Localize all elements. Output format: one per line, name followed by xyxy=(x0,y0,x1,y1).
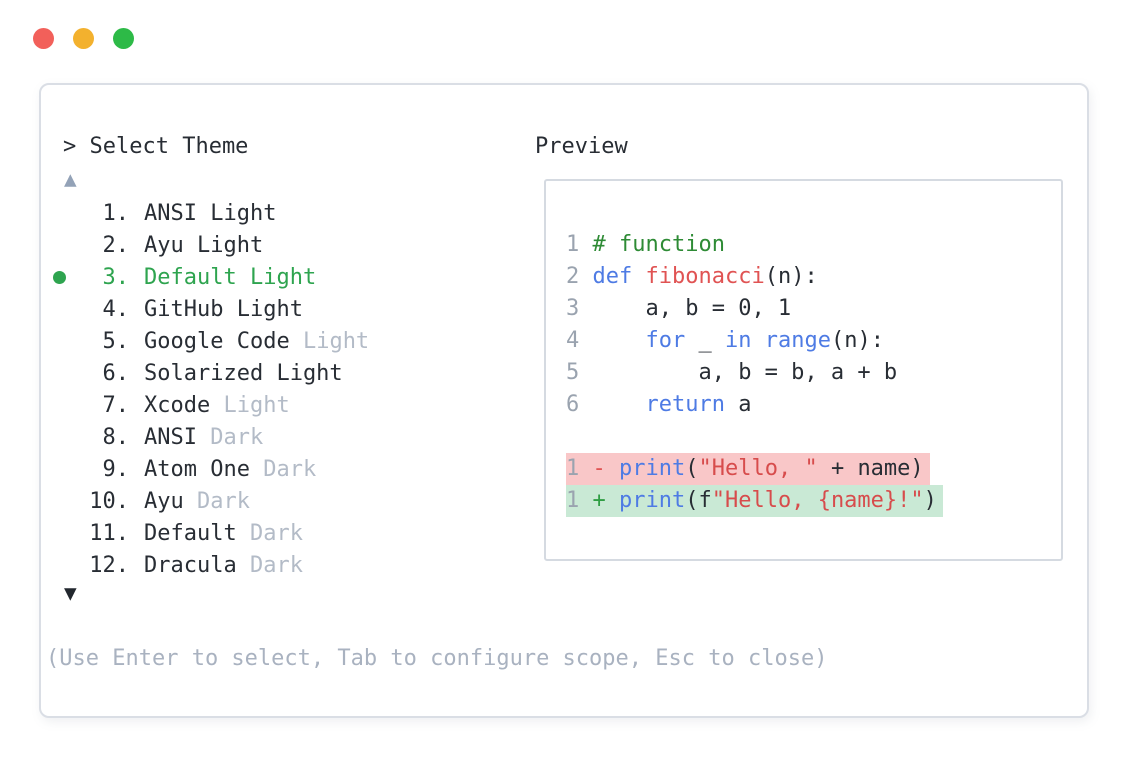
theme-item-label: Xcode Light xyxy=(144,392,290,418)
theme-item-label: ANSI Dark xyxy=(144,424,264,450)
theme-item[interactable]: 10. Ayu Dark xyxy=(41,485,511,517)
selected-dot-slot xyxy=(41,389,77,421)
selected-dot-slot xyxy=(41,517,77,549)
theme-item[interactable]: 4. GitHub Light xyxy=(41,293,511,325)
theme-item-number: 8. xyxy=(102,424,130,450)
theme-item-number: 3. xyxy=(102,264,130,290)
code-line: 5 a, b = b, a + b xyxy=(566,360,898,385)
selected-dot-slot xyxy=(41,421,77,453)
code-line-diff-removed: 1 - print("Hello, " + name) xyxy=(566,453,943,485)
theme-item-number: 4. xyxy=(102,296,130,322)
theme-item-number: 9. xyxy=(102,456,130,482)
theme-item[interactable]: 7. Xcode Light xyxy=(41,389,511,421)
selected-dot-slot xyxy=(41,293,77,325)
selected-dot-slot xyxy=(41,197,77,229)
theme-item-number: 12. xyxy=(89,552,129,578)
scroll-down-icon[interactable]: ▼ xyxy=(64,581,77,605)
code-line: 3 a, b = 0, 1 xyxy=(566,296,792,321)
line-number: 4 xyxy=(566,328,593,353)
theme-item[interactable]: 12. Dracula Dark xyxy=(41,549,511,581)
zoom-traffic-light-icon[interactable] xyxy=(113,28,134,49)
selected-dot-slot xyxy=(41,453,77,485)
theme-item-label: Solarized Light xyxy=(144,360,343,386)
selected-dot-slot xyxy=(41,229,77,261)
line-number: 3 xyxy=(566,296,593,321)
theme-item-number: 5. xyxy=(102,328,130,354)
selected-dot-slot xyxy=(41,357,77,389)
code-line-diff-added: 1 + print(f"Hello, {name}!") xyxy=(566,485,943,517)
selected-dot-slot xyxy=(41,485,77,517)
theme-item[interactable]: 6. Solarized Light xyxy=(41,357,511,389)
help-text: (Use Enter to select, Tab to configure s… xyxy=(46,646,828,671)
theme-item-number: 2. xyxy=(102,232,130,258)
theme-item-number: 1. xyxy=(102,200,130,226)
line-number: 1 xyxy=(566,232,593,257)
theme-item[interactable]: 3. Default Light xyxy=(41,261,511,293)
theme-item[interactable]: 11. Default Dark xyxy=(41,517,511,549)
theme-item-label: Ayu Dark xyxy=(144,488,250,514)
theme-item[interactable]: 5. Google Code Light xyxy=(41,325,511,357)
theme-item-label: ANSI Light xyxy=(144,200,277,226)
code-line: 6 return a xyxy=(566,392,752,417)
theme-item-label: Google Code Light xyxy=(144,328,370,354)
minimize-traffic-light-icon[interactable] xyxy=(73,28,94,49)
line-number: 1 xyxy=(566,456,593,481)
selected-dot-slot xyxy=(41,325,77,357)
line-number: 1 xyxy=(566,488,593,513)
selected-dot-slot xyxy=(41,261,77,293)
code-line: 4 for _ in range(n): xyxy=(566,328,884,353)
code-lines: 1 # function 2 def fibonacci(n): 3 a, b = … xyxy=(566,229,943,517)
selected-dot-icon xyxy=(52,270,66,284)
theme-list: 1. ANSI Light 2. Ayu Light 3. Default Light 4.… xyxy=(41,197,511,581)
select-theme-prompt: > Select Theme xyxy=(63,134,249,159)
theme-item-number: 11. xyxy=(89,520,129,546)
theme-item[interactable]: 9. Atom One Dark xyxy=(41,453,511,485)
theme-item-number: 6. xyxy=(102,360,130,386)
scroll-up-icon[interactable]: ▲ xyxy=(64,167,77,191)
theme-item[interactable]: 2. Ayu Light xyxy=(41,229,511,261)
window-controls xyxy=(33,28,134,49)
theme-item[interactable]: 8. ANSI Dark xyxy=(41,421,511,453)
line-number: 2 xyxy=(566,264,593,289)
theme-item-label: Atom One Dark xyxy=(144,456,317,482)
preview-label: Preview xyxy=(535,134,628,159)
code-line: 2 def fibonacci(n): xyxy=(566,264,818,289)
preview-pane: 1 # function 2 def fibonacci(n): 3 a, b = … xyxy=(544,179,1063,561)
theme-item-label: GitHub Light xyxy=(144,296,303,322)
theme-item-label: Default Dark xyxy=(144,520,303,546)
code-line xyxy=(566,421,943,453)
theme-item-number: 10. xyxy=(89,488,129,514)
theme-item-label: Dracula Dark xyxy=(144,552,303,578)
theme-item-label: Default Light xyxy=(144,264,317,290)
theme-picker-window: > Select Theme ▲ 1. ANSI Light 2. Ayu Light… xyxy=(39,83,1089,718)
theme-item-number: 7. xyxy=(102,392,130,418)
theme-item-label: Ayu Light xyxy=(144,232,264,258)
code-line: 1 # function xyxy=(566,232,725,257)
theme-item[interactable]: 1. ANSI Light xyxy=(41,197,511,229)
line-number: 5 xyxy=(566,360,593,385)
line-number: 6 xyxy=(566,392,593,417)
close-traffic-light-icon[interactable] xyxy=(33,28,54,49)
